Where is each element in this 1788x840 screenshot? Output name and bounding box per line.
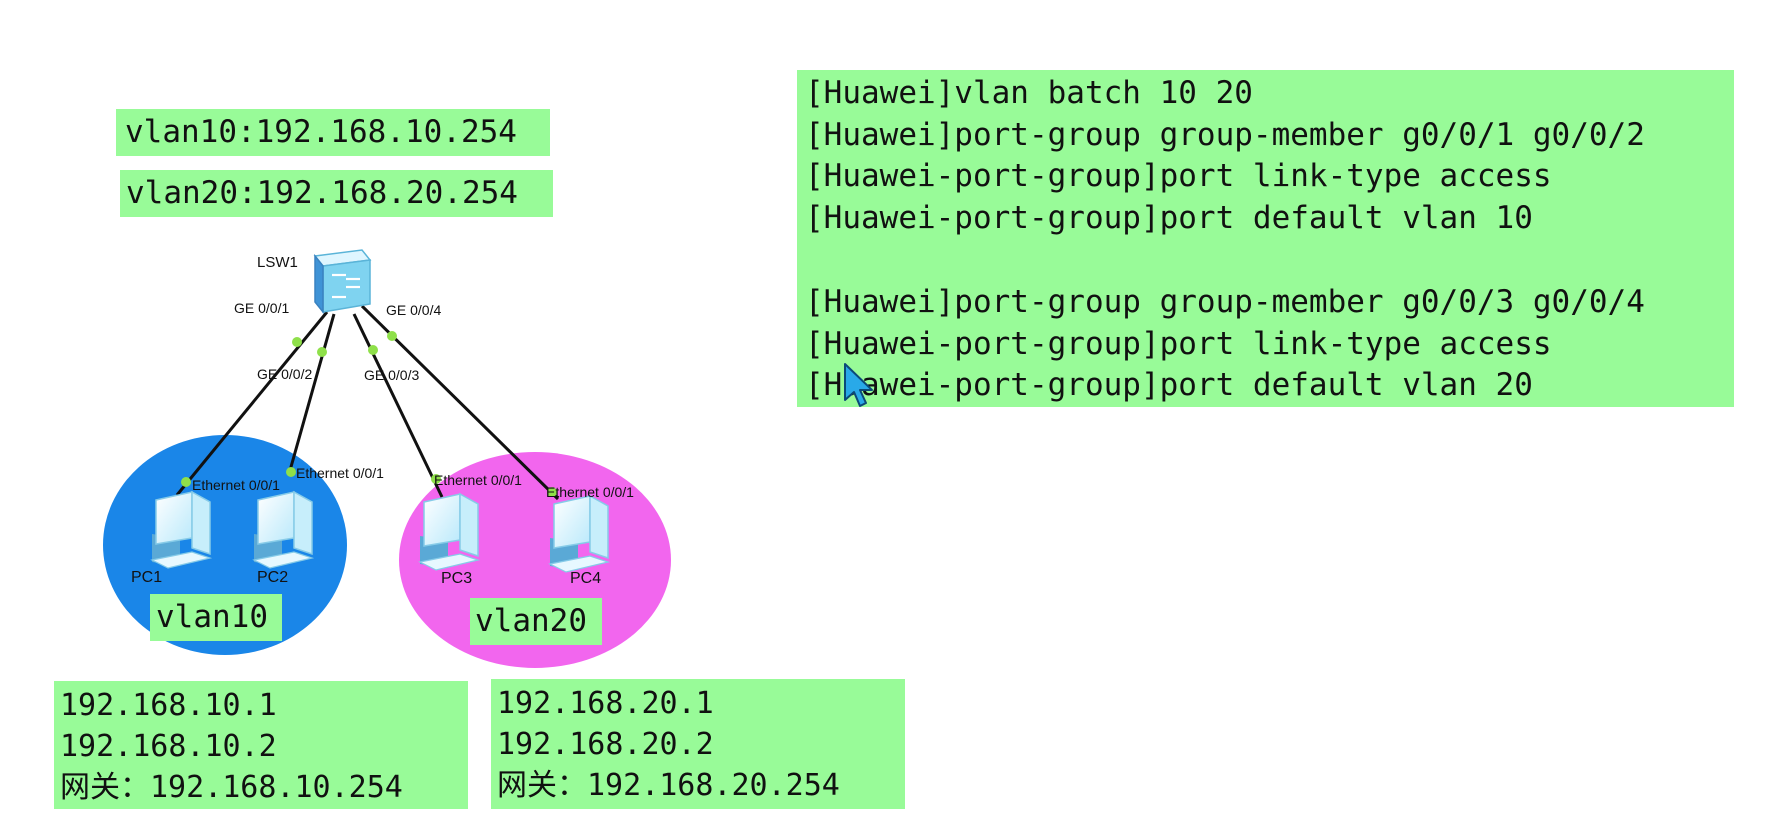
port-dot xyxy=(317,347,327,357)
cli-spacer xyxy=(805,239,1734,282)
cli-command-box: [Huawei]vlan batch 10 20 [Huawei]port-gr… xyxy=(797,70,1734,407)
cli-line: [Huawei-port-group]port link-type access xyxy=(805,158,1552,194)
pc1-name: PC1 xyxy=(131,569,162,586)
port-dot xyxy=(431,474,441,484)
cli-line: [Huawei-port-group]port default vlan 20 xyxy=(805,367,1533,403)
port-dot xyxy=(547,487,557,497)
port-dot xyxy=(286,467,296,477)
port-dots xyxy=(181,331,557,497)
link-pc1 xyxy=(175,311,329,496)
pc1-port-label: Ethernet 0/0/1 xyxy=(192,477,280,493)
pc2-name: PC2 xyxy=(257,569,288,586)
vlan10-ip-box: 192.168.10.1 192.168.10.2 网关：192.168.10.… xyxy=(54,681,468,809)
port-dot xyxy=(181,477,191,487)
mouse-pointer-icon xyxy=(844,363,873,407)
pc-icon xyxy=(548,494,611,573)
vlan20-gateway-label: vlan20:192.168.20.254 xyxy=(120,170,553,217)
vlan20-tag-text: vlan20 xyxy=(475,603,587,639)
cli-line: [Huawei]vlan batch 10 20 xyxy=(805,75,1253,111)
cli-line: [Huawei-port-group]port default vlan 10 xyxy=(805,199,1533,236)
pc-icon xyxy=(418,492,481,571)
vlan20-ip-box: 192.168.20.1 192.168.20.2 网关：192.168.20.… xyxy=(491,679,905,809)
pc3-ip: 192.168.20.1 xyxy=(497,686,714,721)
link-pc2 xyxy=(287,313,336,475)
port-label-ge2: GE 0/0/2 xyxy=(257,366,312,382)
pc-icon xyxy=(252,490,315,569)
vlan10-tag: vlan10 xyxy=(150,594,282,641)
links xyxy=(175,304,560,501)
vlan10-gateway-label: vlan10:192.168.10.254 xyxy=(116,109,550,156)
switch-icon xyxy=(313,249,372,315)
cli-line: [Huawei-port-group]port link-type access xyxy=(805,325,1552,362)
pc1-ip: 192.168.10.1 xyxy=(60,688,277,723)
vlan10-gateway-ip: 网关：192.168.10.254 xyxy=(60,770,403,805)
port-dot xyxy=(368,345,378,355)
vlan20-gateway-ip: 网关：192.168.20.254 xyxy=(497,768,840,803)
cli-line: [Huawei]port-group group-member g0/0/3 g… xyxy=(805,284,1645,320)
pc-icon xyxy=(150,490,213,569)
port-dot xyxy=(387,331,397,341)
network-topology-diagram: LSW1 GE 0/0/1 GE 0/0/2 GE 0/0/3 GE 0/0/4… xyxy=(103,249,671,668)
pc2-port-label: Ethernet 0/0/1 xyxy=(296,465,384,481)
cli-line: [Huawei]port-group group-member g0/0/1 g… xyxy=(805,116,1645,153)
port-dot xyxy=(292,337,302,347)
pc4-name: PC4 xyxy=(570,570,601,587)
switch-name-label: LSW1 xyxy=(257,254,298,271)
link-pc3 xyxy=(352,313,444,498)
port-label-ge1: GE 0/0/1 xyxy=(234,300,289,316)
pc3-name: PC3 xyxy=(441,570,472,587)
pc4-ip: 192.168.20.2 xyxy=(497,727,714,762)
vlan20-tag: vlan20 xyxy=(470,598,602,645)
pc3-port-label: Ethernet 0/0/1 xyxy=(434,472,522,488)
port-label-ge4: GE 0/0/4 xyxy=(386,302,441,318)
pc2-ip: 192.168.10.2 xyxy=(60,729,277,764)
pc4-port-label: Ethernet 0/0/1 xyxy=(546,484,634,500)
port-label-ge3: GE 0/0/3 xyxy=(364,367,419,383)
vlan10-tag-text: vlan10 xyxy=(156,599,268,635)
